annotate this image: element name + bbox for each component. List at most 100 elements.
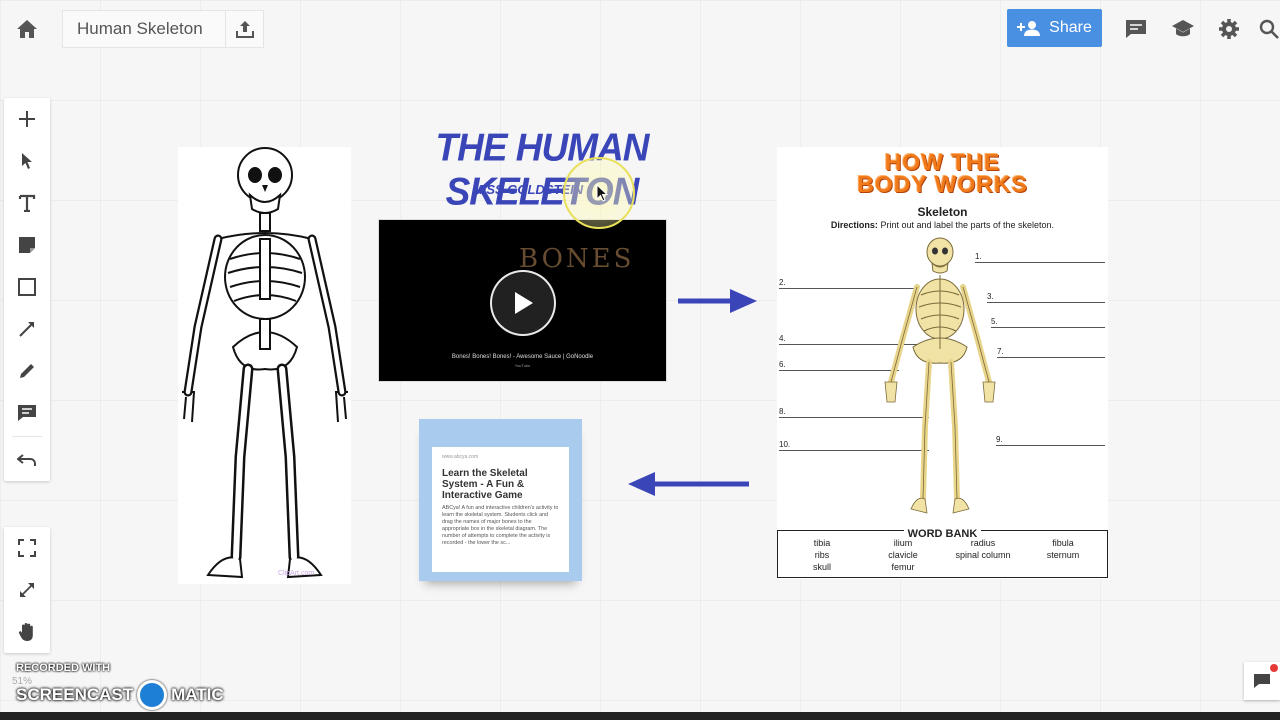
zoom-button[interactable] xyxy=(4,569,50,611)
word-bank-title: WORD BANK xyxy=(777,524,1108,542)
chat-button[interactable] xyxy=(1244,662,1280,700)
board-title-box: Human Skeleton xyxy=(62,10,264,48)
word-bank-column: tibia ribs skull xyxy=(795,537,849,573)
video-embed[interactable]: BONES Bones! Bones! Bones! - Awesome Sau… xyxy=(378,219,667,382)
word-bank-term: spinal column xyxy=(955,550,1011,560)
label-number: 10. xyxy=(779,440,791,449)
upload-icon xyxy=(235,21,254,38)
directions-label: Directions: xyxy=(830,220,878,230)
text-tool[interactable] xyxy=(4,182,50,224)
zoom-level: 51% xyxy=(12,676,33,687)
word-bank-term: tibia xyxy=(813,538,831,548)
slide-subtitle[interactable]: MISS GOLDSTEIN xyxy=(471,182,584,197)
right-arrow-connector[interactable] xyxy=(678,286,758,316)
tools-toolbar xyxy=(4,98,50,481)
fit-to-screen-button[interactable] xyxy=(4,527,50,569)
pointer-icon xyxy=(22,153,32,169)
text-icon xyxy=(18,194,36,212)
arrow-line-icon xyxy=(19,322,34,337)
label-line xyxy=(779,288,919,289)
line-tool[interactable] xyxy=(4,308,50,350)
play-button[interactable] xyxy=(490,270,556,336)
export-button[interactable] xyxy=(225,11,263,47)
board-title[interactable]: Human Skeleton xyxy=(77,19,203,38)
label-number: 6. xyxy=(779,360,786,369)
pencil-icon xyxy=(20,364,34,378)
sticky-note-tool[interactable] xyxy=(4,224,50,266)
worksheet-heading-line2: BODY WORKS xyxy=(857,171,1028,197)
gear-icon xyxy=(1219,19,1239,39)
word-bank-title-text: WORD BANK xyxy=(903,528,982,540)
view-toolbar xyxy=(4,527,50,653)
label-line xyxy=(779,417,929,418)
select-tool[interactable] xyxy=(4,140,50,182)
recorded-with-text: RECORDED WITH xyxy=(16,662,111,674)
shape-tool[interactable] xyxy=(4,266,50,308)
worksheet-image[interactable]: HOW THE BODY WORKS Skeleton Directions: … xyxy=(777,147,1108,579)
pan-tool[interactable] xyxy=(4,611,50,653)
link-preview: www.abcya.com Learn the Skeletal System … xyxy=(432,447,569,572)
label-line xyxy=(779,450,929,451)
expand-icon xyxy=(18,539,36,557)
play-icon xyxy=(515,292,533,314)
slide-title[interactable]: THE HUMAN SKELETON xyxy=(435,125,650,214)
label-number: 5. xyxy=(991,317,998,326)
link-url: www.abcya.com xyxy=(442,454,479,460)
label-line xyxy=(996,445,1105,446)
word-bank-column: ilium clavicle femur xyxy=(873,537,933,573)
video-overlay-text: BONES xyxy=(519,244,635,274)
word-bank-term: skull xyxy=(812,562,831,572)
home-button[interactable] xyxy=(10,12,44,46)
square-icon xyxy=(18,278,36,296)
skeleton-diagram xyxy=(884,237,996,514)
label-number: 1. xyxy=(975,252,982,261)
undo-icon xyxy=(17,454,36,466)
add-tool[interactable] xyxy=(4,98,50,140)
word-bank-column: fibula sternum xyxy=(1033,537,1093,561)
hand-icon xyxy=(18,623,33,641)
watermark-brand-left: SCREENCAST xyxy=(16,685,134,704)
label-line xyxy=(779,370,899,371)
chat-icon xyxy=(1254,674,1270,688)
video-caption: Bones! Bones! Bones! - Awesome Sauce | G… xyxy=(451,354,594,360)
comments-button[interactable] xyxy=(1121,14,1151,44)
search-button[interactable] xyxy=(1254,14,1280,44)
word-bank-term: ilium xyxy=(893,538,913,548)
undo-button[interactable] xyxy=(4,439,50,481)
label-line xyxy=(987,302,1105,303)
search-icon xyxy=(1259,19,1279,39)
screencast-logo-icon xyxy=(137,680,168,710)
left-arrow-connector[interactable] xyxy=(627,470,749,498)
graduation-cap-icon xyxy=(1172,20,1194,37)
diagonal-arrows-icon xyxy=(20,583,34,597)
link-card[interactable]: www.abcya.com Learn the Skeletal System … xyxy=(419,419,582,581)
worksheet-directions: Directions: Print out and label the part… xyxy=(777,220,1108,230)
label-line xyxy=(991,327,1105,328)
label-line xyxy=(779,344,921,345)
watermark-brand-right: MATIC xyxy=(171,685,224,704)
label-number: 4. xyxy=(779,334,786,343)
mouse-pointer-icon xyxy=(596,184,608,202)
comment-tool[interactable] xyxy=(4,392,50,434)
pen-tool[interactable] xyxy=(4,350,50,392)
plus-icon xyxy=(19,111,35,127)
share-button[interactable]: Share xyxy=(1007,9,1102,47)
word-bank-term: fibula xyxy=(1052,538,1074,548)
learn-button[interactable] xyxy=(1168,14,1198,44)
word-bank-column: radius spinal column xyxy=(945,537,1021,561)
label-number: 8. xyxy=(779,407,786,416)
skeleton-image[interactable]: ClipArt.com xyxy=(178,147,351,584)
label-line xyxy=(975,262,1105,263)
word-bank-term: radius xyxy=(970,538,996,548)
settings-button[interactable] xyxy=(1214,14,1244,44)
label-number: 9. xyxy=(996,435,1003,444)
comment-icon xyxy=(1126,20,1146,38)
word-bank-term: sternum xyxy=(1046,550,1080,560)
toolbar-divider xyxy=(12,436,42,437)
bottom-strip xyxy=(0,712,1280,720)
word-bank-term: femur xyxy=(891,562,915,572)
worksheet-heading-line1: HOW THE xyxy=(884,149,1001,175)
share-label: Share xyxy=(1049,19,1092,36)
skeleton-illustration xyxy=(182,147,348,579)
directions-text: Print out and label the parts of the ske… xyxy=(877,220,1055,230)
